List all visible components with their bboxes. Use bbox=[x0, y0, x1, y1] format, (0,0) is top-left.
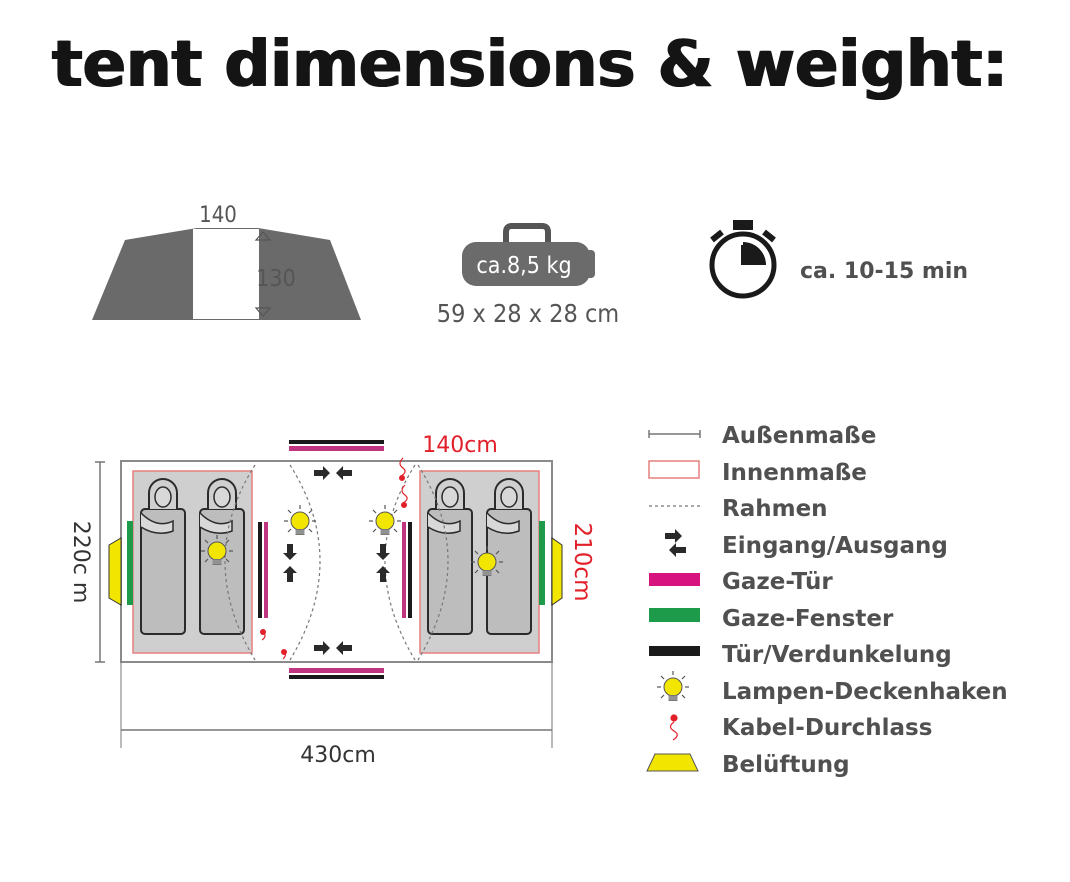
inner-height-label: 210cm bbox=[569, 523, 595, 602]
tent-front-diagram: 140 130 bbox=[92, 203, 361, 320]
legend-label: Lampen-Deckenhaken bbox=[722, 679, 1008, 705]
legend-label: Belüftung bbox=[722, 752, 850, 778]
tent-width-label: 140 bbox=[199, 203, 237, 228]
entrance-exit-arrows-icon bbox=[665, 529, 686, 557]
outer-height-label: 220c m bbox=[68, 521, 93, 604]
carry-bag-icon: ca.8,5 kg bbox=[462, 223, 595, 286]
legend-label: Gaze-Tür bbox=[722, 569, 833, 595]
ventilation-icon bbox=[646, 753, 699, 772]
weight-label: ca.8,5 kg bbox=[476, 253, 571, 279]
mesh-door-bar-icon bbox=[649, 573, 700, 586]
door-width-label: 140cm bbox=[422, 433, 498, 458]
tent-height-label: 130 bbox=[256, 266, 296, 292]
outer-dimension-line-icon bbox=[648, 430, 701, 438]
page-title: tent dimensions & weight: bbox=[52, 28, 1008, 102]
inner-dimension-rect-icon bbox=[648, 460, 700, 479]
cable-passage-icon bbox=[669, 714, 678, 741]
legend-label: Rahmen bbox=[722, 496, 828, 522]
legend-label: Innenmaße bbox=[722, 460, 867, 486]
legend-label: Gaze-Fenster bbox=[722, 606, 894, 632]
lamp-hook-bulb-icon bbox=[656, 670, 690, 702]
legend: Außenmaße Innenmaße Rahmen Eingang/Ausga… bbox=[646, 423, 1008, 778]
outer-width-label: 430cm bbox=[300, 743, 376, 768]
legend-label: Außenmaße bbox=[722, 423, 876, 449]
stopwatch-icon bbox=[709, 220, 777, 299]
legend-label: Tür/Verdunkelung bbox=[722, 642, 952, 668]
mesh-window-bar-icon bbox=[649, 608, 700, 622]
legend-label: Kabel-Durchlass bbox=[722, 715, 932, 741]
pack-size-label: 59 x 28 x 28 cm bbox=[437, 299, 619, 328]
tent-floorplan: 220c m 430cm 210cm 140cm bbox=[68, 433, 595, 768]
blackout-door-bar-icon bbox=[649, 646, 700, 656]
legend-label: Eingang/Ausgang bbox=[722, 533, 948, 559]
setup-time-label: ca. 10-15 min bbox=[800, 259, 968, 284]
